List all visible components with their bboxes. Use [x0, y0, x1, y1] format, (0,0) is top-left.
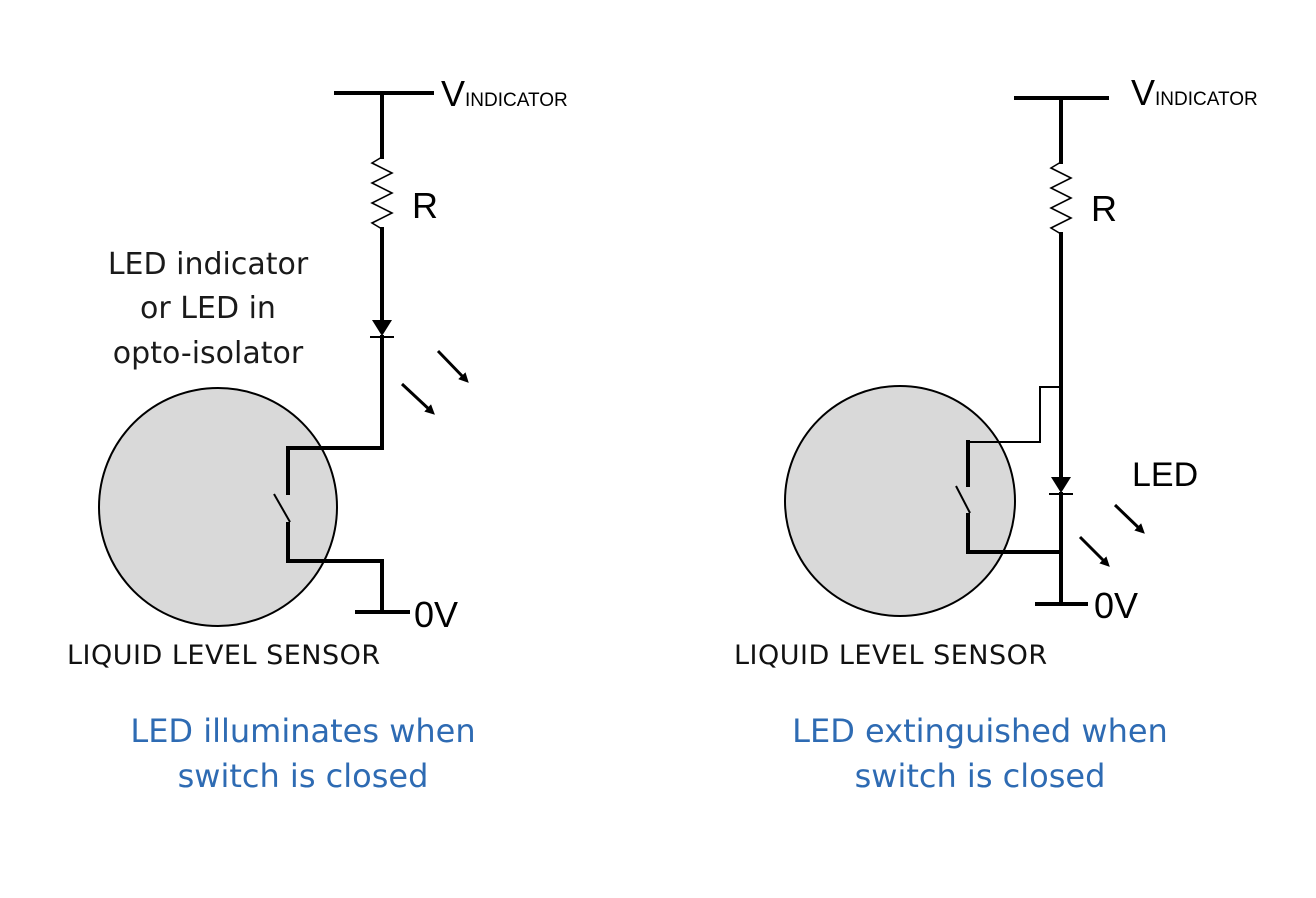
right-switch-blade: [955, 485, 971, 514]
right-bypass-wire: [968, 386, 1061, 443]
left-led-diode: [370, 320, 394, 338]
right-supply-label: VINDICATOR: [1131, 72, 1258, 113]
left-light-arrow-2: [400, 382, 435, 415]
left-ground-label: 0V: [414, 594, 458, 635]
right-caption-line-1: LED extinguished when: [792, 712, 1168, 750]
right-led-label: LED: [1132, 456, 1198, 494]
right-circuit: VINDICATOR R LED 0V LIQUID LEVEL SENSOR …: [734, 72, 1258, 795]
left-led-note-line-2: or LED in: [140, 291, 276, 326]
left-light-arrow-1: [436, 349, 469, 383]
right-sensor-title: LIQUID LEVEL SENSOR: [734, 640, 1048, 671]
left-sensor-disc: [98, 387, 338, 627]
left-wire-to-switch: [286, 335, 384, 450]
left-sensor-title: LIQUID LEVEL SENSOR: [67, 640, 381, 671]
left-caption-line-2: switch is closed: [178, 757, 429, 795]
right-sensor-disc: [784, 385, 1016, 617]
left-resistor-label: R: [412, 185, 438, 226]
right-resistor-label: R: [1091, 188, 1117, 229]
right-light-arrow-2: [1078, 535, 1110, 567]
left-caption-line-1: LED illuminates when: [130, 712, 475, 750]
right-caption-line-2: switch is closed: [855, 757, 1106, 795]
right-switch-return: [966, 513, 1063, 554]
right-light-arrow-1: [1113, 503, 1145, 534]
left-resistor: [370, 156, 394, 230]
left-wire-to-ground: [286, 522, 384, 614]
right-resistor: [1049, 161, 1073, 235]
left-led-note-line-1: LED indicator: [108, 247, 309, 282]
left-switch-blade: [273, 493, 291, 523]
left-led-note-line-3: opto-isolator: [113, 336, 304, 371]
right-led-diode: [1049, 477, 1073, 495]
left-circuit: VINDICATOR R LED indicator or LED in opt…: [67, 73, 568, 795]
right-ground-label: 0V: [1094, 585, 1138, 626]
left-supply-label: VINDICATOR: [441, 73, 568, 114]
